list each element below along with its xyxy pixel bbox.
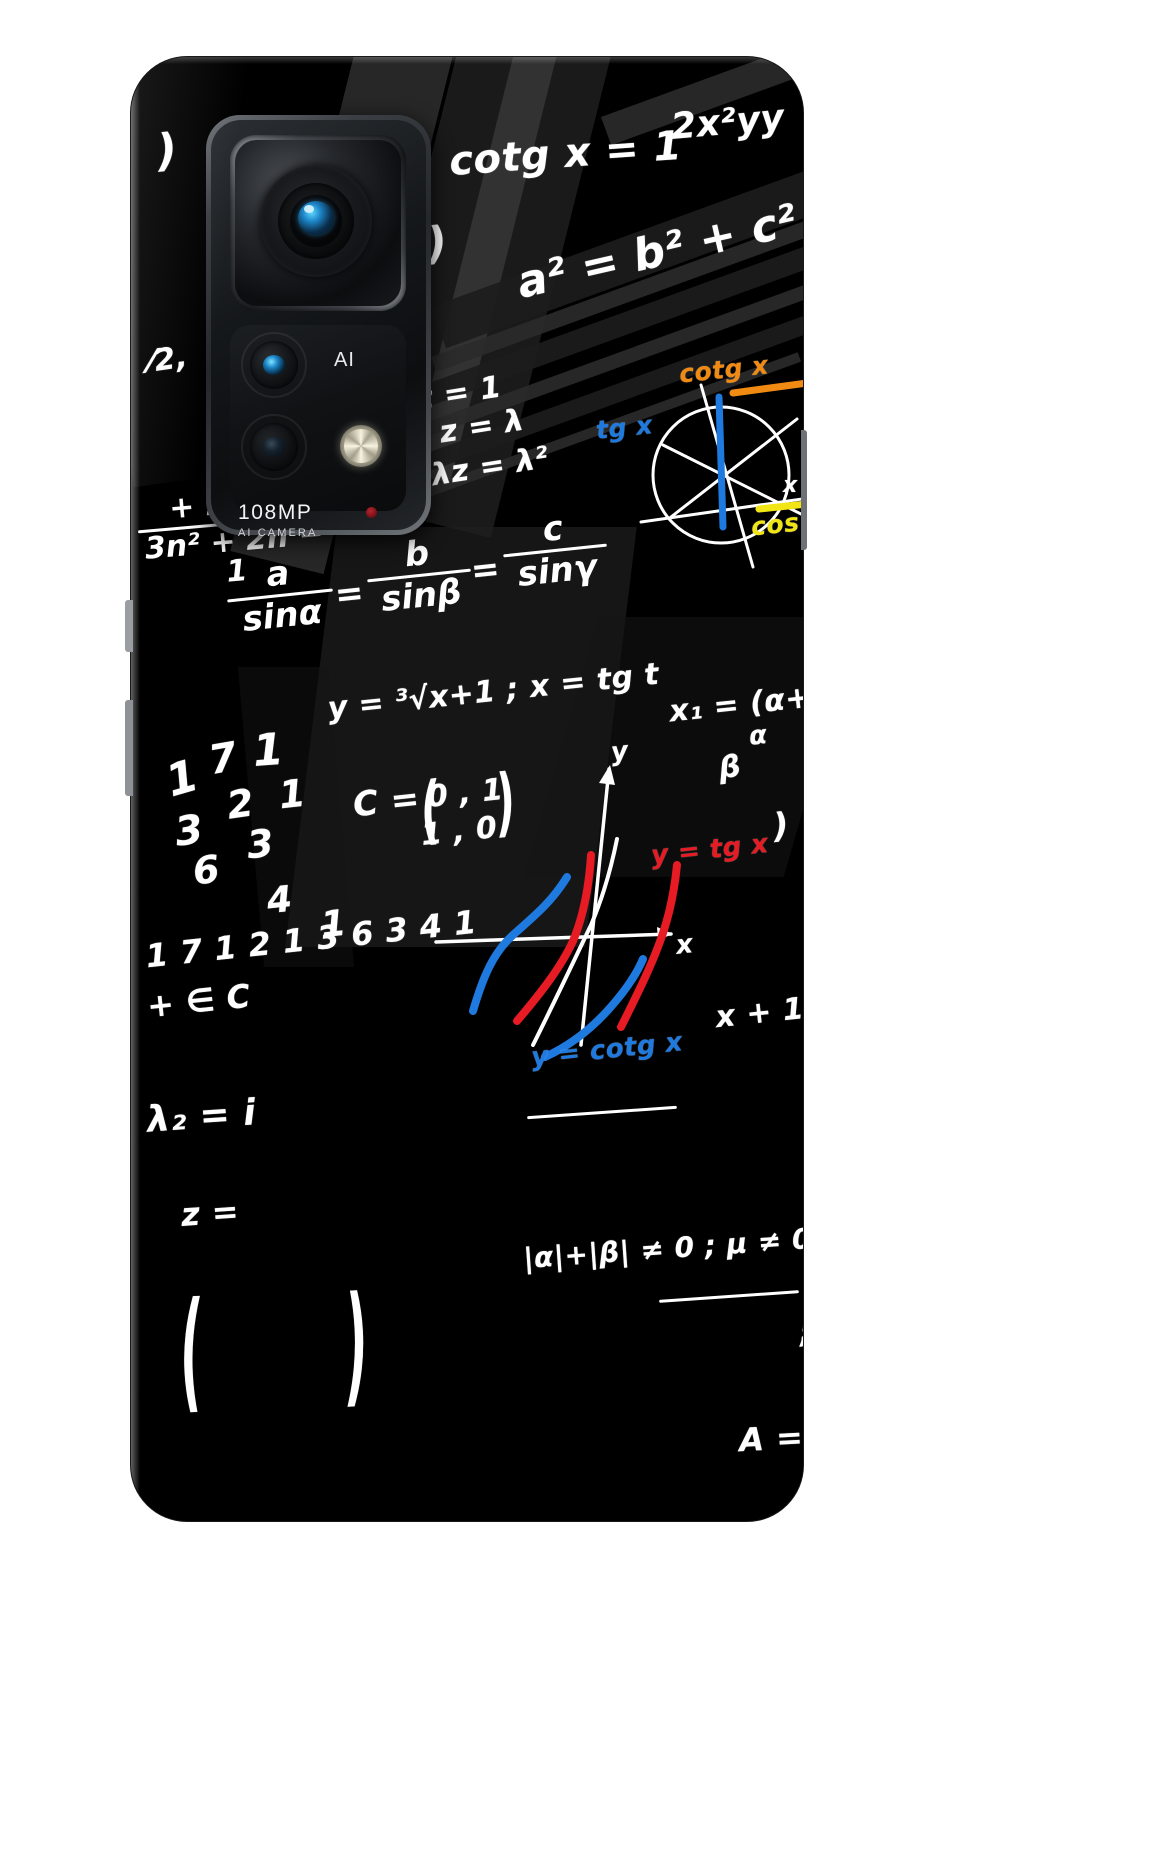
fraction-denominator: sinα <box>240 591 324 640</box>
case-top-edge-highlight <box>131 57 803 64</box>
digit-scatter: 6 <box>190 846 223 894</box>
camera-megapixel-label: 108MP AI CAMERA <box>238 501 388 539</box>
matrix3-paren-right: ) <box>341 1267 373 1421</box>
unit-circle-diagram <box>639 380 803 569</box>
digit-scatter: 1 <box>276 770 309 818</box>
digit-scatter: 7 <box>205 733 242 785</box>
lens-halo <box>241 332 307 398</box>
digit-scatter: 2 <box>224 780 257 828</box>
tangent-cotangent-graph <box>434 765 681 1061</box>
sine-law-equals-2: = <box>468 548 503 592</box>
formula-cos-phi: A = [1;0;3] <box>738 1411 803 1460</box>
ai-camera-sublabel: AI CAMERA <box>238 527 318 539</box>
main-camera-lens-108mp <box>230 135 406 311</box>
sine-law-equals-1: = <box>332 572 367 616</box>
lens-halo <box>241 414 307 480</box>
formula-epsilon: + ∈ C <box>145 976 253 1026</box>
formula-lambda-2: x + 1, ε = 0.005 <box>713 972 803 1036</box>
graph-axis-label-y: y <box>609 736 630 768</box>
flash-sparkle <box>344 429 378 463</box>
lens-glass-element <box>263 437 285 457</box>
formula-curly-tail: ) <box>770 805 792 847</box>
microphone-hole <box>366 507 377 518</box>
label-cos: cos <box>749 507 801 542</box>
formula-sine-law-a: a sinα <box>223 552 336 640</box>
formula-half: ⁄2, <box>146 339 190 380</box>
secondary-camera-cluster: AI <box>230 325 406 511</box>
digit-scatter: 3 <box>244 820 277 868</box>
formula-sine-law-b: b sinβ <box>363 532 474 620</box>
formula-paren-1: ) <box>154 124 181 177</box>
formula-alpha: α <box>747 720 769 752</box>
digit-scatter: 1 <box>251 723 286 778</box>
formula-beta: β <box>717 748 743 787</box>
macro-camera-lens <box>241 414 307 480</box>
ultrawide-camera-lens <box>241 332 307 398</box>
formula-sin-sum: |α|+|β| ≠ 0 ; μ ≠ 0 <box>522 1221 803 1276</box>
lens-glass-element <box>263 355 285 375</box>
formula-y-prime <box>659 1288 799 1305</box>
lens-glass-element <box>298 201 334 235</box>
megapixel-value: 108MP <box>238 501 313 524</box>
label-tg-x: tg x <box>594 410 655 445</box>
formula-2x2yy: 2x²yy <box>669 97 787 148</box>
label-circle-x-axis: x <box>783 473 798 498</box>
formula-fraction-2x <box>527 1104 677 1121</box>
led-flash <box>340 425 382 467</box>
digit-scatter: 3 <box>171 806 207 856</box>
ai-badge-label: AI <box>334 349 355 371</box>
fraction-bar <box>659 1290 799 1303</box>
fraction-bar <box>527 1105 677 1120</box>
camera-island: AI 108MP AI CAMERA <box>206 115 431 539</box>
volume-button[interactable] <box>125 700 133 796</box>
graph-axis-label-x: x <box>674 929 695 961</box>
formula-y-prime-tail: ; x=0, y=1, z=2 <box>798 1297 803 1351</box>
formula-sine-law-c: c sinγ <box>499 507 610 595</box>
digit-scatter: 4 <box>264 878 295 923</box>
matrix3-paren-left: ( <box>175 1273 207 1427</box>
formula-exp-a-set: λ₂ = i <box>145 1092 258 1141</box>
case-left-edge-highlight <box>131 57 140 1521</box>
lens-specular-highlight <box>304 205 314 213</box>
digit-scatter: 1 <box>160 749 205 808</box>
power-button[interactable] <box>125 600 133 652</box>
phone-back-cover-mockup: · cotg x = 1 2x²yy ) ) a² = b² + c² − 2 … <box>131 57 803 1521</box>
formula-abs-alpha-beta: z = <box>179 1192 241 1234</box>
formula-matrix-c-label: C = <box>351 778 422 826</box>
side-frame-accent <box>801 430 807 550</box>
